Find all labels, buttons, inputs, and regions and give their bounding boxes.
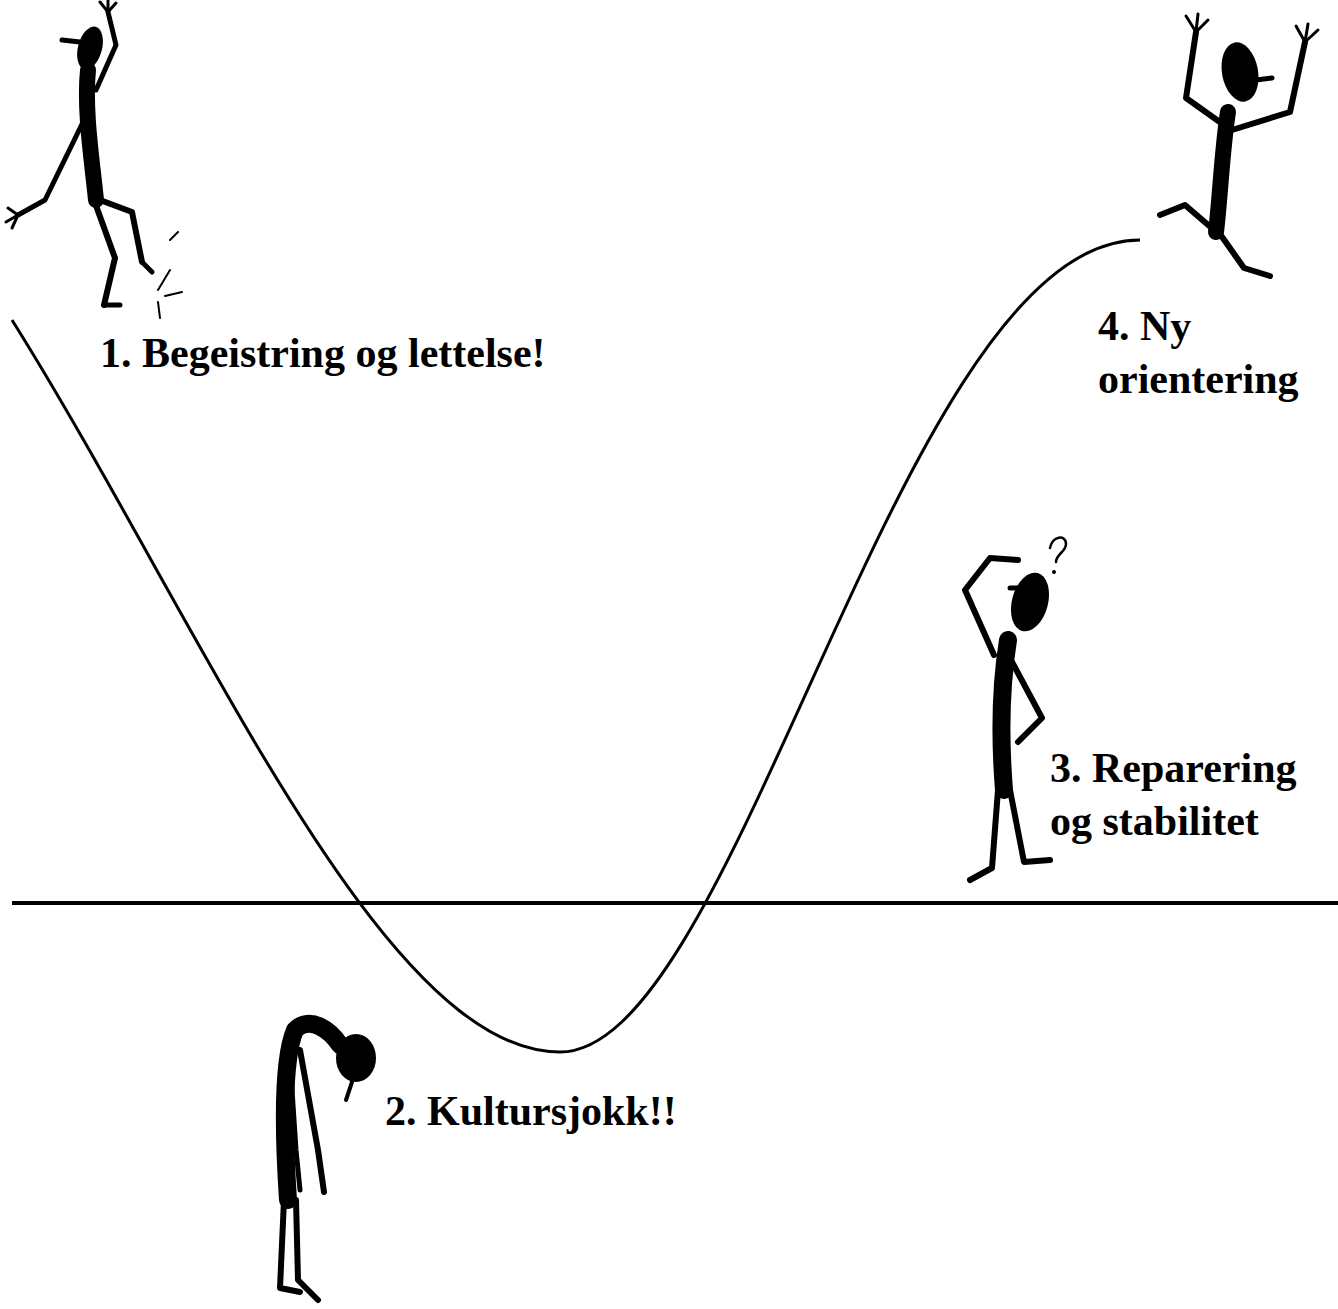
figure-part bbox=[104, 303, 120, 308]
figure-part bbox=[296, 1200, 318, 1300]
figure-part bbox=[1296, 24, 1318, 42]
figure-part bbox=[94, 200, 115, 305]
figure-part bbox=[1216, 112, 1228, 232]
figure-part bbox=[346, 1082, 352, 1100]
figure-part bbox=[965, 558, 1018, 655]
figure-part bbox=[100, 0, 116, 12]
stage-label: 4. Ny orientering bbox=[1098, 300, 1313, 406]
figure-part bbox=[1010, 790, 1050, 862]
figure-part bbox=[62, 40, 80, 42]
figure-part bbox=[1232, 42, 1305, 130]
stage-label: 2. Kultursjokk!! bbox=[385, 1085, 677, 1138]
stage-label: 1. Begeistring og lettelse! bbox=[100, 327, 546, 380]
figure-part bbox=[1010, 586, 1028, 591]
figure-part bbox=[96, 12, 116, 90]
figure-part bbox=[1160, 205, 1214, 230]
jumping-figure bbox=[6, 0, 182, 318]
baseline-axis bbox=[12, 901, 1338, 905]
figure-part bbox=[970, 790, 998, 880]
stage-label: 3. Reparering og stabilitet bbox=[1050, 742, 1330, 848]
downcast-figure bbox=[280, 1024, 376, 1300]
figure-part bbox=[300, 1050, 324, 1192]
figure-part bbox=[1001, 640, 1008, 790]
figure-part bbox=[1220, 234, 1270, 276]
figure-part bbox=[1186, 14, 1208, 32]
figure-part bbox=[290, 1060, 300, 1190]
figure-part bbox=[1005, 568, 1055, 635]
figure-part bbox=[1186, 32, 1224, 125]
mood-curve bbox=[12, 240, 1140, 1052]
cheering-figure bbox=[1160, 14, 1318, 276]
figure-part bbox=[100, 200, 142, 262]
figure-part bbox=[1012, 662, 1042, 742]
figure-part bbox=[18, 120, 84, 215]
figure-part bbox=[1050, 538, 1066, 562]
figure-part bbox=[1052, 570, 1056, 574]
figure-part bbox=[158, 232, 182, 318]
figure-part bbox=[6, 208, 18, 228]
figure-part bbox=[1217, 39, 1263, 104]
figure-part bbox=[285, 1024, 340, 1200]
figure-part bbox=[142, 262, 152, 272]
figure-part bbox=[1256, 78, 1272, 80]
